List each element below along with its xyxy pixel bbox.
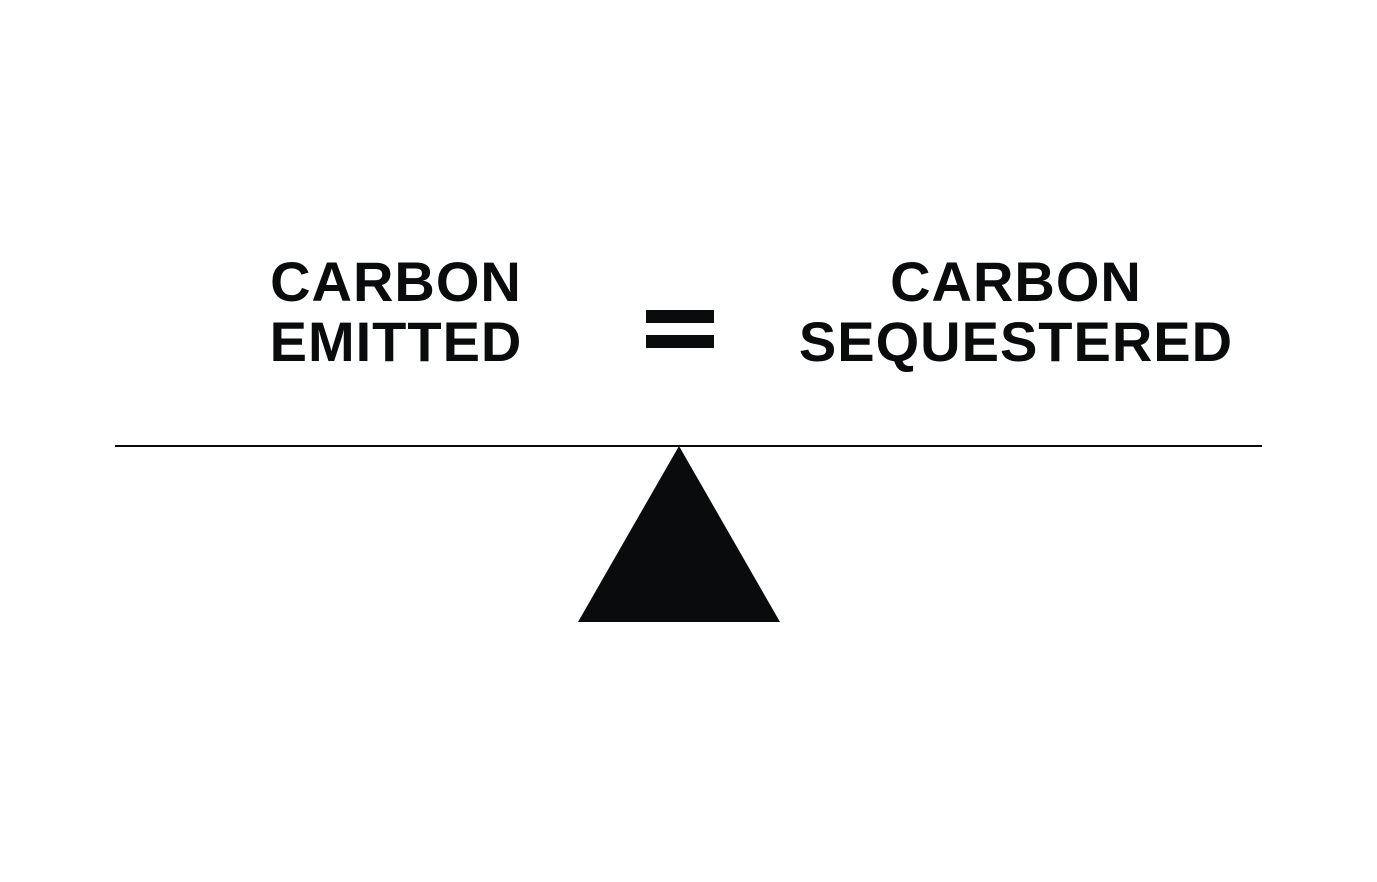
- equals-bar-top: [646, 310, 714, 323]
- equals-icon: [646, 310, 714, 348]
- carbon-emitted-line2: EMITTED: [269, 310, 523, 373]
- carbon-emitted-line1: CARBON: [270, 250, 522, 313]
- equals-bar-bottom: [646, 335, 714, 348]
- carbon-sequestered-line1: CARBON: [890, 250, 1142, 313]
- balance-beam: [115, 445, 1262, 447]
- carbon-emitted-label: CARBON EMITTED: [236, 252, 556, 372]
- fulcrum-shape: [578, 446, 780, 622]
- carbon-sequestered-line2: SEQUESTERED: [798, 310, 1234, 373]
- carbon-sequestered-label: CARBON SEQUESTERED: [796, 252, 1236, 372]
- triangle-fulcrum-icon: [578, 446, 780, 622]
